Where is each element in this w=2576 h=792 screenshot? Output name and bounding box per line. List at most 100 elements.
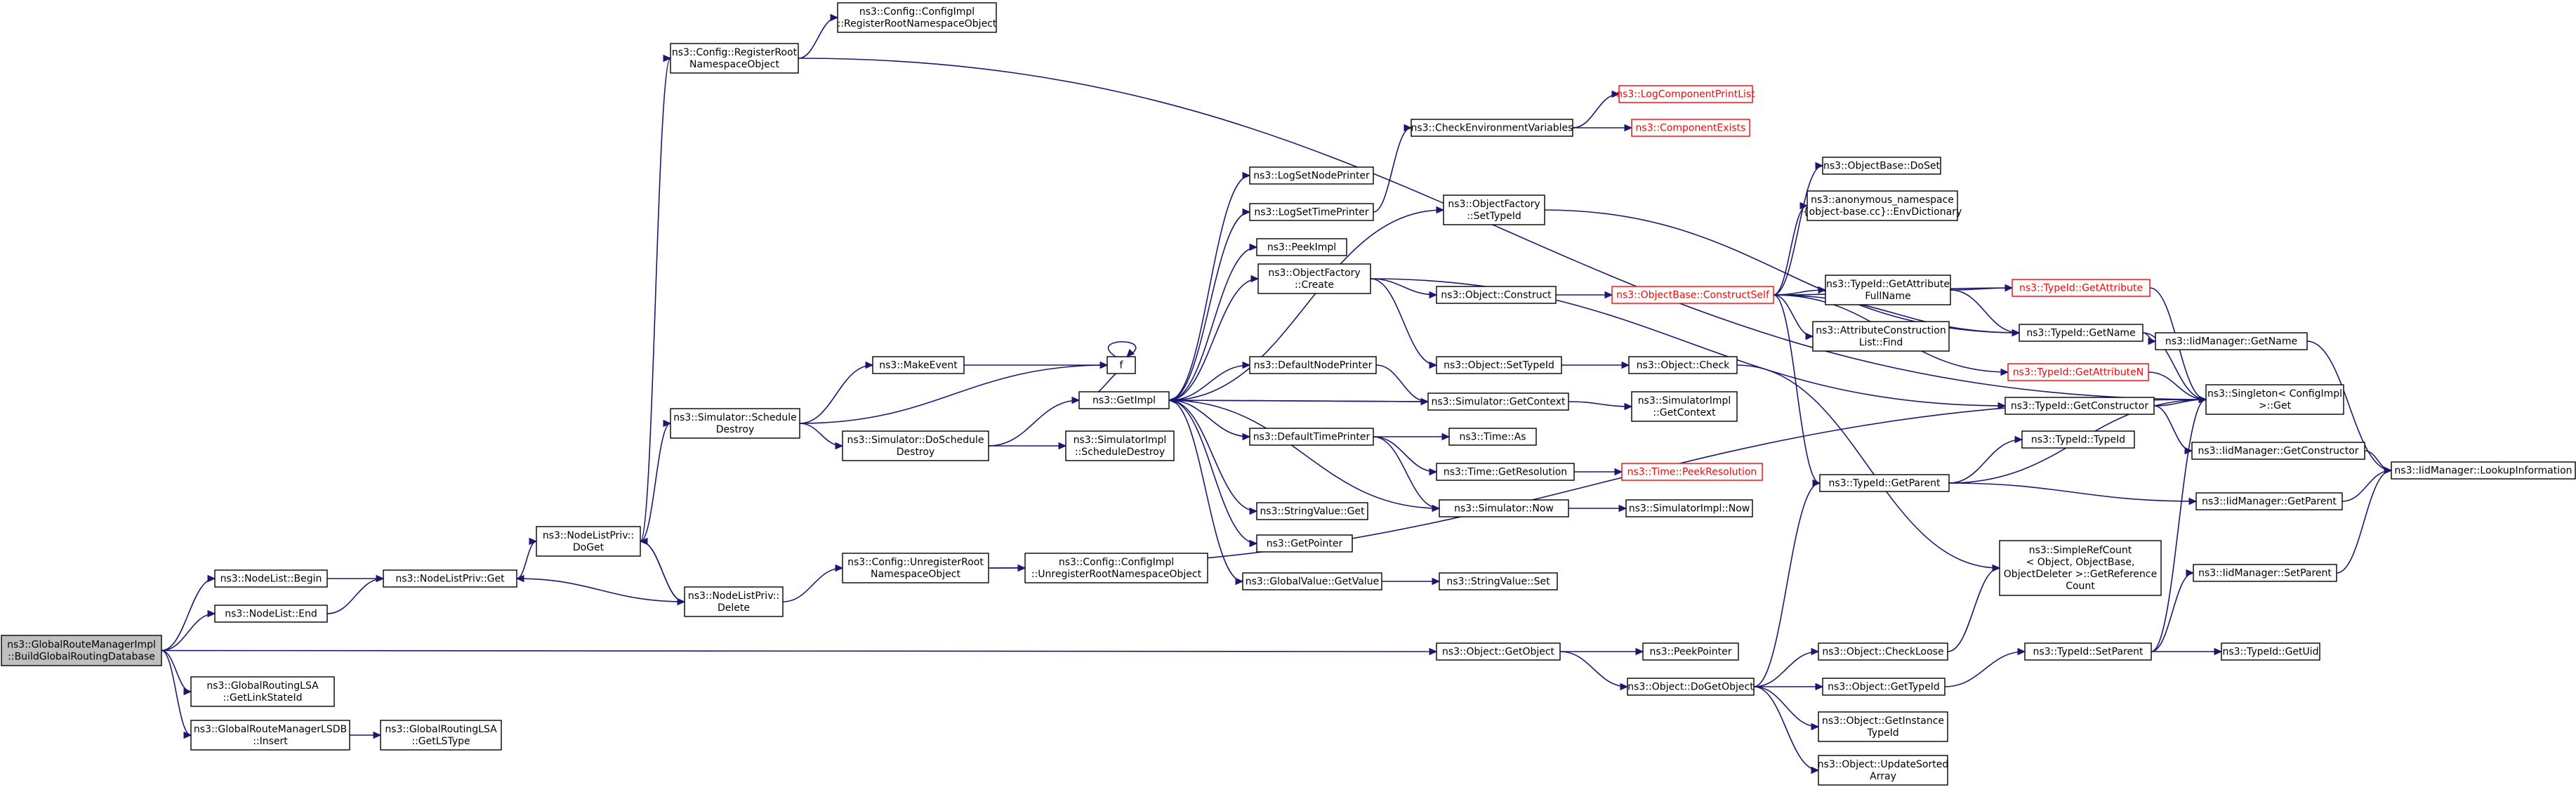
node-iid-getname[interactable]: ns3::IidManager::GetName bbox=[2155, 332, 2308, 350]
edge-getimpl-to-lognode bbox=[1168, 171, 1251, 401]
node-box bbox=[1256, 238, 1347, 256]
node-cfgimpl-unreg[interactable]: ns3::Config::ConfigImpl::UnregisterRootN… bbox=[1024, 553, 1208, 583]
edge-deftime-to-time-getres bbox=[1373, 436, 1438, 476]
node-compexists[interactable]: ns3::ComponentExists bbox=[1631, 119, 1750, 137]
node-simimpl-getctx[interactable]: ns3::SimulatorImpl::GetContext bbox=[1631, 391, 1738, 422]
node-label: ns3::TypeId::GetAttribute bbox=[1826, 279, 1950, 290]
node-obj-settypeid[interactable]: ns3::Object::SetTypeId bbox=[1436, 356, 1562, 374]
node-time-as[interactable]: ns3::Time::As bbox=[1448, 428, 1537, 446]
node-obj-check[interactable]: ns3::Object::Check bbox=[1628, 356, 1738, 374]
node-checkenv[interactable]: ns3::CheckEnvironmentVariables bbox=[1411, 119, 1573, 137]
node-sim-schedule[interactable]: ns3::Simulator::ScheduleDestroy bbox=[670, 408, 800, 439]
node-ob-doset[interactable]: ns3::ObjectBase::DoSet bbox=[1822, 157, 1941, 175]
node-iid-getparent[interactable]: ns3::IidManager::GetParent bbox=[2195, 492, 2343, 510]
node-sv-set[interactable]: ns3::StringValue::Set bbox=[1439, 572, 1558, 590]
node-lognode[interactable]: ns3::LogSetNodePrinter bbox=[1249, 166, 1374, 185]
edge-cfg-regroot-to-singleton-get bbox=[798, 58, 2207, 404]
node-tid-getparent[interactable]: ns3::TypeId::GetParent bbox=[1819, 474, 1950, 492]
node-anon-env[interactable]: ns3::anonymous_namespace{object-base.cc}… bbox=[1803, 190, 1962, 221]
node-label: ns3::GlobalRoutingLSA bbox=[206, 680, 319, 692]
node-tid-getattrn[interactable]: ns3::TypeId::GetAttributeN bbox=[2007, 363, 2149, 381]
node-nlp-doget[interactable]: ns3::NodeListPriv::DoGet bbox=[536, 526, 641, 557]
node-simimpl-now[interactable]: ns3::SimulatorImpl::Now bbox=[1625, 499, 1753, 517]
node-sim-getcontext[interactable]: ns3::Simulator::GetContext bbox=[1427, 392, 1569, 411]
node-box bbox=[1621, 463, 1763, 481]
edge-nlp-delete-to-nlp-get bbox=[515, 574, 685, 602]
node-tid-getattr[interactable]: ns3::TypeId::GetAttribute bbox=[2012, 279, 2151, 297]
node-box bbox=[214, 569, 328, 588]
node-obj-gettypeid[interactable]: ns3::Object::GetTypeId bbox=[1822, 678, 1946, 696]
node-time-getres[interactable]: ns3::Time::GetResolution bbox=[1436, 463, 1575, 481]
node-sim-now[interactable]: ns3::Simulator::Now bbox=[1439, 499, 1569, 517]
node-ob-construct[interactable]: ns3::ObjectBase::ConstructSelf bbox=[1611, 286, 1774, 304]
edge-logtime-to-checkenv bbox=[1373, 124, 1413, 213]
edge-sim-getcontext-to-simimpl-getctx bbox=[1568, 401, 1633, 411]
node-srefcount[interactable]: ns3::SimpleRefCount< Object, ObjectBase,… bbox=[1999, 540, 2162, 596]
node-peekimpl[interactable]: ns3::PeekImpl bbox=[1256, 238, 1347, 256]
node-label: ns3::Config::ConfigImpl bbox=[1059, 557, 1174, 568]
node-tid-setparent[interactable]: ns3::TypeId::SetParent bbox=[2024, 642, 2152, 661]
node-cfg-unreg[interactable]: ns3::Config::UnregisterRootNamespaceObje… bbox=[842, 553, 989, 583]
node-cfg-regroot[interactable]: ns3::Config::RegisterRootNamespaceObject bbox=[670, 43, 799, 74]
node-gv-getvalue[interactable]: ns3::GlobalValue::GetValue bbox=[1242, 572, 1382, 590]
node-singleton-get[interactable]: ns3::Singleton< ConfigImpl>::Get bbox=[2205, 384, 2344, 415]
node-time-peekres[interactable]: ns3::Time::PeekResolution bbox=[1621, 463, 1763, 481]
node-tid-getuid[interactable]: ns3::TypeId::GetUid bbox=[2221, 642, 2320, 661]
node-label: ns3::PeekPointer bbox=[1650, 647, 1732, 658]
node-box bbox=[1822, 157, 1941, 175]
node-label: ns3::SimulatorImpl::Now bbox=[1629, 503, 1750, 515]
edge-getimpl-to-defnode bbox=[1168, 361, 1251, 401]
node-logtime[interactable]: ns3::LogSetTimePrinter bbox=[1249, 203, 1374, 221]
node-of-create[interactable]: ns3::ObjectFactory::Create bbox=[1257, 263, 1371, 294]
node-iid-getctor[interactable]: ns3::IidManager::GetConstructor bbox=[2191, 442, 2365, 460]
node-begin[interactable]: ns3::NodeList::Begin bbox=[214, 569, 328, 588]
edge-gv-getvalue-to-sv-set bbox=[1381, 577, 1441, 586]
node-end[interactable]: ns3::NodeList::End bbox=[214, 605, 328, 623]
node-defnode[interactable]: ns3::DefaultNodePrinter bbox=[1249, 356, 1377, 374]
node-logcomplist[interactable]: ns3::LogComponentPrintList bbox=[1616, 85, 1755, 103]
node-of-settypeid[interactable]: ns3::ObjectFactory::SetTypeId bbox=[1443, 194, 1545, 225]
edge-tid-getparent-to-tid-typeid bbox=[1948, 435, 2023, 484]
node-iid-setparent[interactable]: ns3::IidManager::SetParent bbox=[2193, 564, 2337, 582]
edge-nlp-doget-to-cfg-regroot bbox=[640, 54, 672, 542]
node-lsdb-insert[interactable]: ns3::GlobalRouteManagerLSDB::Insert bbox=[190, 720, 350, 751]
node-label: ::RegisterRootNamespaceObject bbox=[838, 18, 997, 29]
node-peekpointer[interactable]: ns3::PeekPointer bbox=[1642, 642, 1739, 661]
node-box bbox=[1806, 190, 1958, 221]
node-cfgimpl-reg[interactable]: ns3::Config::ConfigImpl::RegisterRootNam… bbox=[837, 2, 997, 33]
node-box bbox=[1249, 166, 1374, 185]
node-simimpl-sched[interactable]: ns3::SimulatorImpl::ScheduleDestroy bbox=[1065, 430, 1175, 461]
node-f[interactable]: f bbox=[1107, 356, 1136, 374]
edge-cfg-regroot-to-cfgimpl-reg bbox=[798, 13, 839, 59]
node-iid-lookup[interactable]: ns3::IidManager::LookupInformation bbox=[2391, 461, 2576, 480]
node-lsa-getlink[interactable]: ns3::GlobalRoutingLSA::GetLinkStateId bbox=[190, 676, 335, 707]
node-tid-getname[interactable]: ns3::TypeId::GetName bbox=[2019, 324, 2144, 342]
node-getimpl[interactable]: ns3::GetImpl bbox=[1078, 391, 1170, 409]
node-label: ns3::GlobalRouteManagerLSDB bbox=[194, 724, 347, 735]
node-nlp-delete[interactable]: ns3::NodeListPriv::Delete bbox=[684, 586, 784, 617]
node-tid-getctor[interactable]: ns3::TypeId::GetConstructor bbox=[2004, 397, 2155, 415]
node-label: ns3::Time::GetResolution bbox=[1444, 467, 1567, 478]
node-obj-dogetobject[interactable]: ns3::Object::DoGetObject bbox=[1627, 678, 1755, 696]
node-box bbox=[1257, 263, 1371, 294]
node-tid-typeid[interactable]: ns3::TypeId::TypeId bbox=[2021, 430, 2135, 449]
node-nlp-get[interactable]: ns3::NodeListPriv::Get bbox=[383, 569, 517, 588]
node-label: ns3::Object::CheckLoose bbox=[1822, 647, 1943, 658]
node-sv-get[interactable]: ns3::StringValue::Get bbox=[1256, 502, 1368, 520]
node-deftime[interactable]: ns3::DefaultTimePrinter bbox=[1249, 428, 1374, 446]
node-root[interactable]: ns3::GlobalRouteManagerImpl::BuildGlobal… bbox=[1, 635, 162, 666]
node-makeevent[interactable]: ns3::MakeEvent bbox=[872, 356, 965, 374]
node-obj-construct[interactable]: ns3::Object::Construct bbox=[1436, 286, 1557, 304]
node-label: ns3::Object::UpdateSorted bbox=[1818, 759, 1948, 770]
node-getpointer[interactable]: ns3::GetPointer bbox=[1256, 534, 1353, 553]
node-box bbox=[1443, 194, 1545, 225]
node-obj-checkloose[interactable]: ns3::Object::CheckLoose bbox=[1818, 642, 1948, 661]
node-obj-getobject[interactable]: ns3::Object::GetObject bbox=[1436, 642, 1561, 661]
node-lsa-getlstype[interactable]: ns3::GlobalRoutingLSA::GetLSType bbox=[380, 720, 502, 751]
